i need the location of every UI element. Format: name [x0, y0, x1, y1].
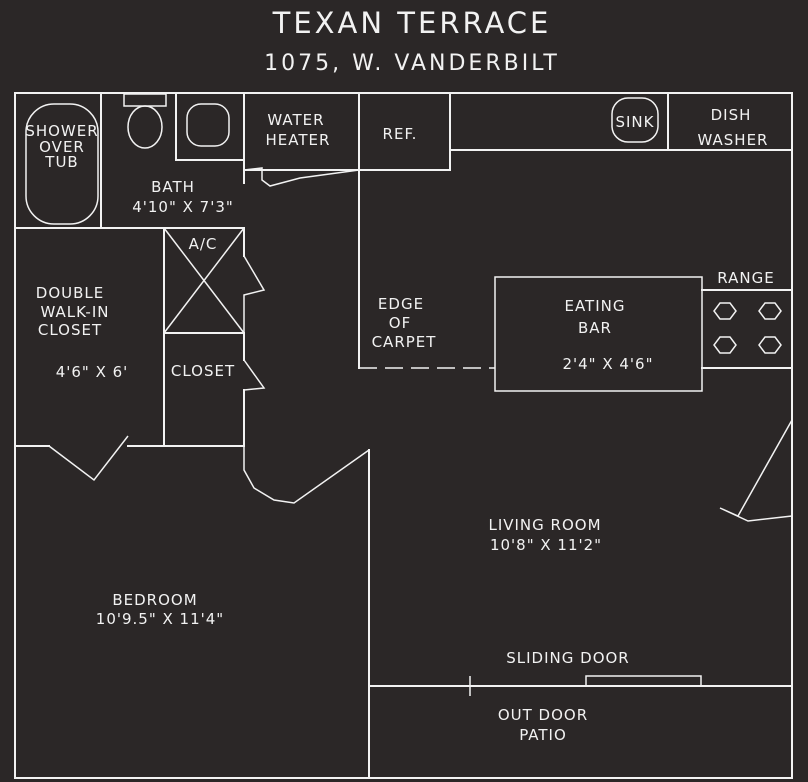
carpet-edge-label: OF	[389, 314, 411, 332]
entry-door-swing	[719, 419, 793, 522]
double-closet-label: WALK-IN	[41, 303, 110, 321]
dishwasher-label: DISH	[711, 106, 752, 124]
carpet-edge-label: CARPET	[372, 333, 437, 351]
closet-label: CLOSET	[171, 362, 235, 380]
kitchen-sink-label: SINK	[615, 113, 654, 131]
ac-label: A/C	[189, 235, 218, 253]
ac-unit-icon	[163, 227, 245, 334]
bedroom-name: BEDROOM	[112, 591, 197, 609]
refrigerator-label: REF.	[383, 125, 418, 143]
utility-walls	[243, 92, 793, 369]
eating-bar-label: BAR	[578, 319, 612, 337]
living-room-size: 10'8" X 11'2"	[490, 536, 602, 554]
sliding-door	[368, 675, 793, 696]
bath-size: 4'10" X 7'3"	[132, 198, 234, 216]
exterior-walls	[14, 92, 793, 779]
bath-walls	[14, 92, 245, 229]
shower-label: OVER	[39, 138, 85, 156]
shower-tub-outline	[25, 103, 99, 225]
plan-title: TEXAN TERRACE	[272, 6, 552, 40]
living-room-name: LIVING ROOM	[488, 516, 601, 534]
kitchen-sink-icon	[611, 97, 659, 143]
range-label: RANGE	[717, 269, 774, 287]
double-closet-label: CLOSET	[38, 321, 102, 339]
sink-basin-icon	[186, 103, 230, 147]
range-burners-icon	[701, 289, 793, 369]
patio-label: PATIO	[519, 726, 567, 744]
eating-bar-size: 2'4" X 4'6"	[562, 355, 653, 373]
bedroom-walls	[243, 432, 370, 779]
sliding-door-label: SLIDING DOOR	[506, 649, 629, 667]
bath-name: BATH	[151, 178, 195, 196]
double-closet-label: DOUBLE	[36, 284, 104, 302]
eating-bar-counter	[494, 276, 703, 392]
bedroom-size: 10'9.5" X 11'4"	[96, 610, 224, 628]
dishwasher-label: WASHER	[698, 131, 769, 149]
closet-walls	[14, 227, 266, 482]
eating-bar-label: EATING	[564, 297, 625, 315]
double-closet-size: 4'6" X 6'	[56, 363, 129, 381]
carpet-edge-label: EDGE	[378, 295, 424, 313]
patio-label: OUT DOOR	[498, 706, 588, 724]
shower-label: TUB	[44, 153, 78, 171]
shower-label: SHOWER	[25, 122, 98, 140]
plan-address: 1075, W. VANDERBILT	[264, 51, 560, 76]
water-heater-label: WATER	[267, 111, 324, 129]
water-heater-label: HEATER	[266, 131, 331, 149]
toilet-icon	[123, 93, 167, 149]
